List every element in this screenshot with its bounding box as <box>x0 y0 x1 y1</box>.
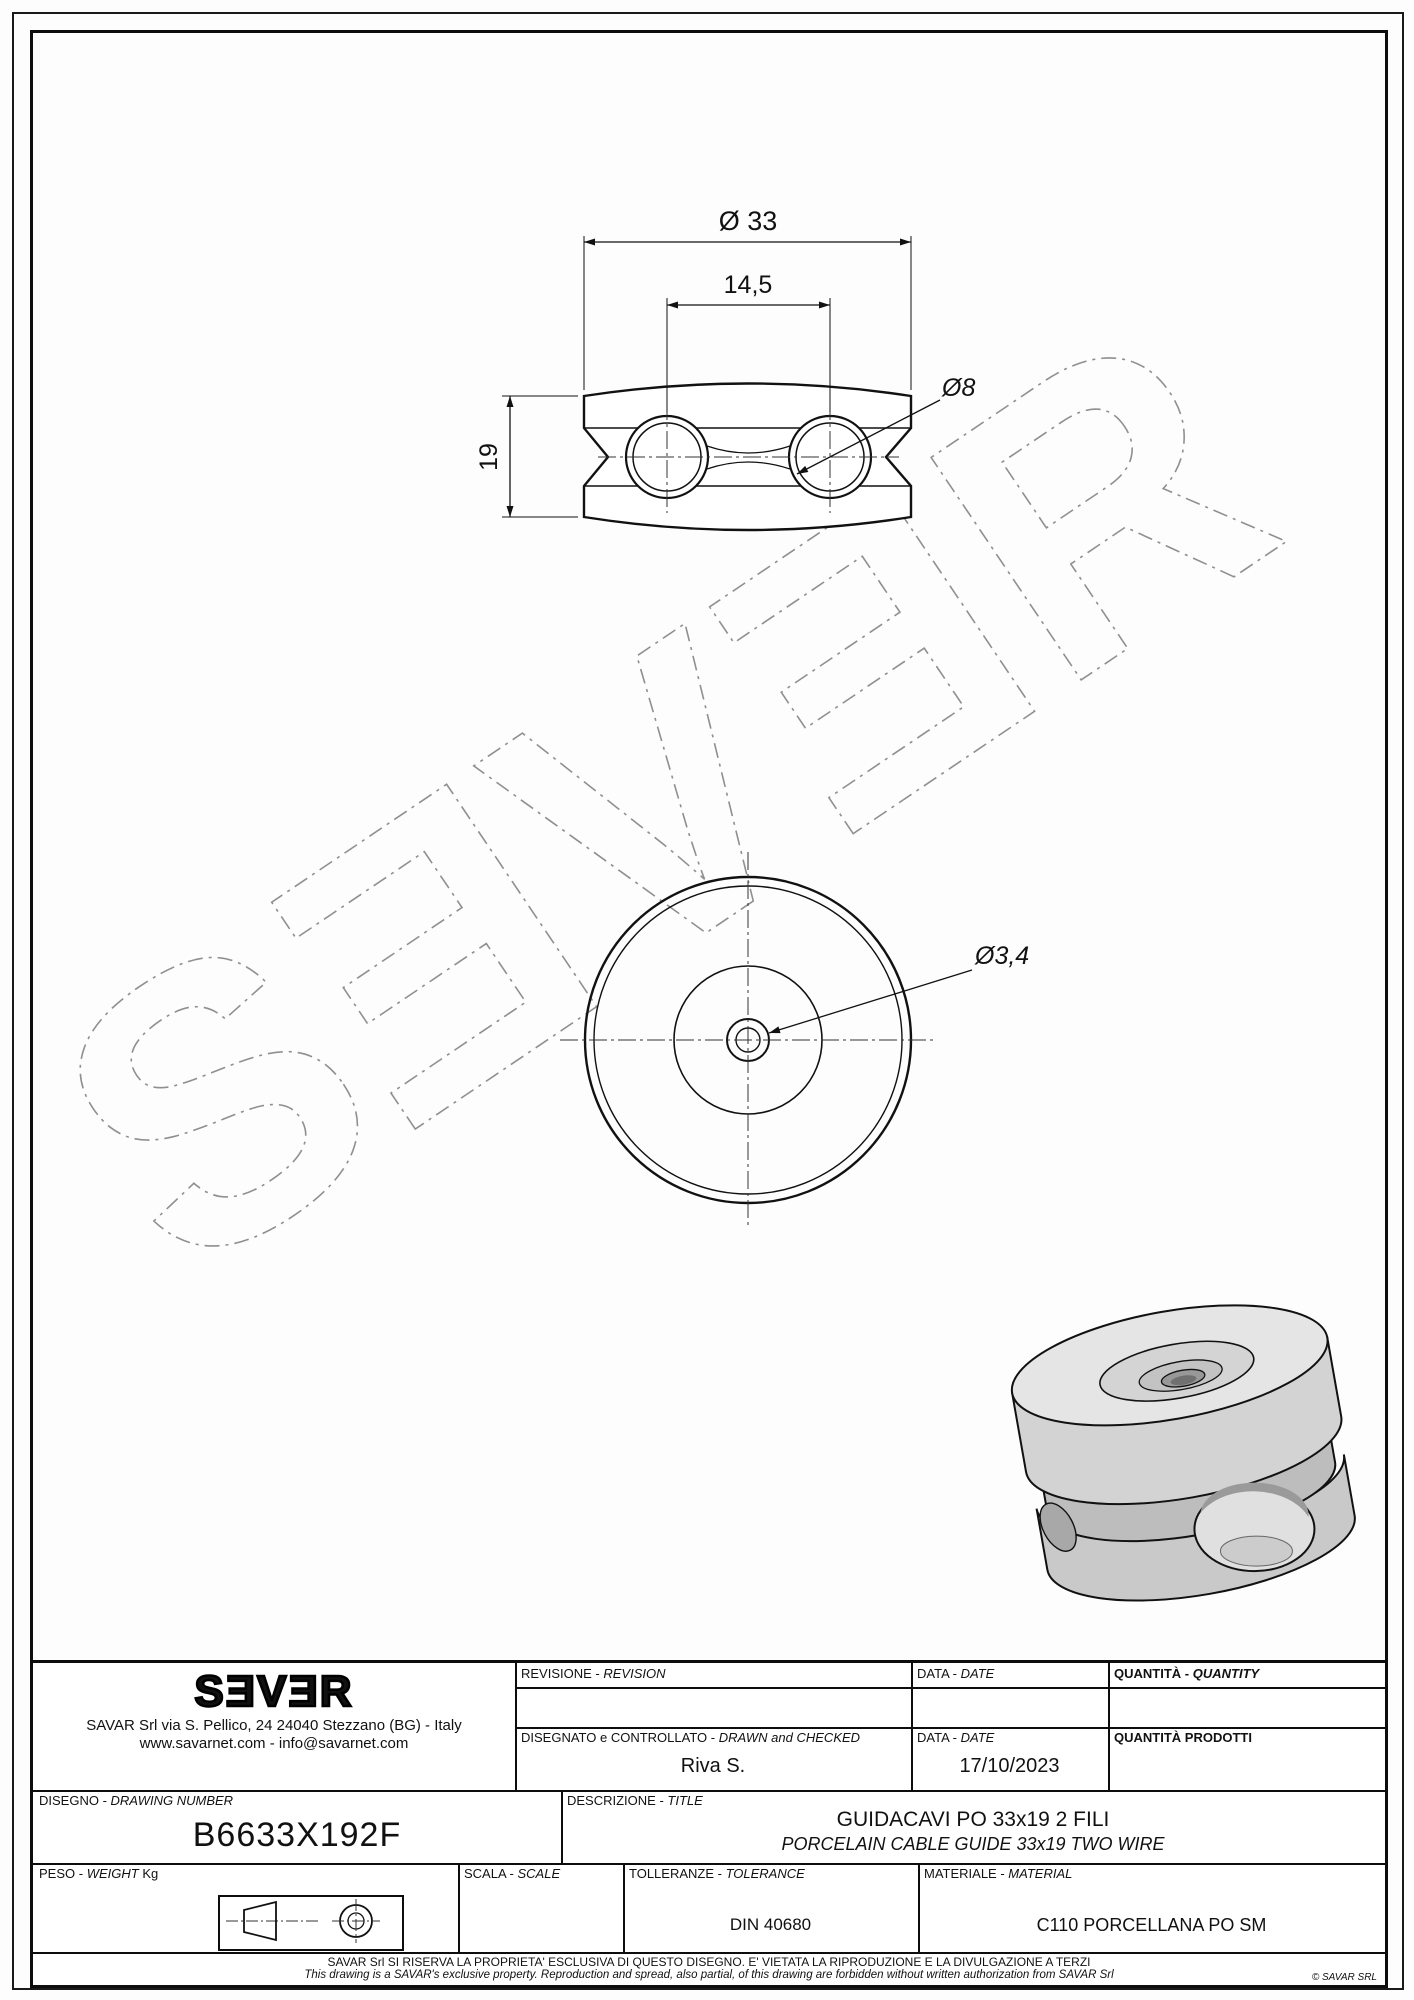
tolerance-label: TOLLERANZE - TOLERANCE <box>629 1866 805 1881</box>
revision-date-label: DATA - DATE <box>917 1666 995 1681</box>
scale-cell: SCALA - SCALE <box>458 1863 625 1954</box>
date-value: 17/10/2023 <box>959 1755 1060 1777</box>
revision-date-rule <box>911 1687 1108 1689</box>
saddle-arc-bottom <box>706 461 791 470</box>
weight-cell: PESO - WEIGHT Kg <box>33 1863 460 1954</box>
iso-side-hole-front <box>1193 1482 1316 1573</box>
legal-footer: SAVAR Srl SI RISERVA LA PROPRIETA' ESCLU… <box>33 1952 1385 1985</box>
material-cell: MATERIALE - MATERIAL C110 PORCELLANA PO … <box>918 1863 1385 1954</box>
date-cell: DATA - DATE 17/10/2023 <box>911 1727 1110 1792</box>
revision-date-cell: DATA - DATE <box>911 1663 1110 1729</box>
first-angle-projection-icon <box>226 1899 380 1943</box>
dim-overall-diameter: Ø 33 <box>583 206 912 390</box>
savar-logo: SƎVƎR <box>193 1666 354 1718</box>
svg-text:Ø8: Ø8 <box>941 374 975 402</box>
scale-label: SCALA - SCALE <box>464 1866 561 1881</box>
copyright-note: © SAVAR SRL <box>1311 1972 1377 1983</box>
quantity-rule <box>1108 1687 1385 1689</box>
dim-hole-spacing: 14,5 <box>666 271 831 412</box>
part-title-english: PORCELAIN CABLE GUIDE 33x19 TWO WIRE <box>781 1834 1165 1854</box>
iso-view <box>1010 1304 1356 1602</box>
front-centerlines <box>598 402 899 513</box>
svg-text:Ø3,4: Ø3,4 <box>974 942 1029 970</box>
dim-height: 19 <box>475 395 578 518</box>
company-cell: SƎVƎR SAVAR Srl via S. Pellico, 24 24040… <box>33 1663 517 1792</box>
front-view: Ø 33 14,5 19 Ø8 <box>475 206 975 532</box>
drawn-value: Riva S. <box>680 1755 746 1777</box>
material-label: MATERIALE - MATERIAL <box>924 1866 1073 1881</box>
quantity-products-cell: QUANTITÀ PRODOTTI <box>1108 1727 1385 1792</box>
quantity-products-label: QUANTITÀ PRODOTTI <box>1114 1730 1252 1745</box>
revision-label: REVISIONE - REVISION <box>521 1666 666 1681</box>
page-border-outer <box>12 12 1404 1990</box>
tolerance-value: DIN 40680 <box>729 1915 812 1934</box>
quantity-label: QUANTITÀ - QUANTITY <box>1114 1666 1260 1681</box>
saddle-arc-top <box>706 445 791 454</box>
revision-rule <box>515 1687 911 1689</box>
revision-cell: REVISIONE - REVISION <box>515 1663 913 1729</box>
legal-line-italian: SAVAR Srl SI RISERVA LA PROPRIETA' ESCLU… <box>327 1955 1091 1969</box>
tolerance-cell: TOLLERANZE - TOLERANCE DIN 40680 <box>623 1863 920 1954</box>
projection-symbol-box <box>218 1895 404 1951</box>
top-centerlines <box>560 852 936 1228</box>
weight-label: PESO - WEIGHT Kg <box>39 1866 159 1881</box>
description-cell: DESCRIZIONE - TITLE GUIDACAVI PO 33x19 2… <box>561 1790 1385 1865</box>
dim-center-hole-diameter: Ø3,4 <box>768 942 1029 1034</box>
legal-line-english: This drawing is a SAVAR's exclusive prop… <box>304 1969 1114 1981</box>
drawn-cell: DISEGNATO e CONTROLLATO - DRAWN and CHEC… <box>515 1727 913 1792</box>
svg-text:14,5: 14,5 <box>724 271 773 299</box>
company-address-line2: www.savarnet.com - info@savarnet.com <box>139 1735 409 1752</box>
drawn-label: DISEGNATO e CONTROLLATO - DRAWN and CHEC… <box>521 1730 861 1745</box>
title-block: SƎVƎR SAVAR Srl via S. Pellico, 24 24040… <box>30 1660 1388 1988</box>
svg-text:Ø 33: Ø 33 <box>719 206 778 236</box>
top-view: Ø3,4 <box>560 852 1029 1228</box>
iso-side-hole-left <box>1039 1502 1077 1552</box>
drawing-number-cell: DISEGNO - DRAWING NUMBER B6633X192F <box>33 1790 563 1865</box>
company-address-line1: SAVAR Srl via S. Pellico, 24 24040 Stezz… <box>86 1717 462 1734</box>
drawing-number-value: B6633X192F <box>192 1816 402 1854</box>
part-title-italian: GUIDACAVI PO 33x19 2 FILI <box>836 1808 1110 1831</box>
date-label: DATA - DATE <box>917 1730 995 1745</box>
dim-hole-diameter: Ø8 <box>796 374 975 475</box>
material-value: C110 PORCELLANA PO SM <box>1036 1915 1267 1935</box>
iso-center-hole-dark <box>1170 1375 1197 1386</box>
drawing-number-label: DISEGNO - DRAWING NUMBER <box>39 1793 234 1808</box>
svg-text:19: 19 <box>475 443 503 471</box>
quantity-cell: QUANTITÀ - QUANTITY <box>1108 1663 1385 1729</box>
description-label: DESCRIZIONE - TITLE <box>567 1793 703 1808</box>
